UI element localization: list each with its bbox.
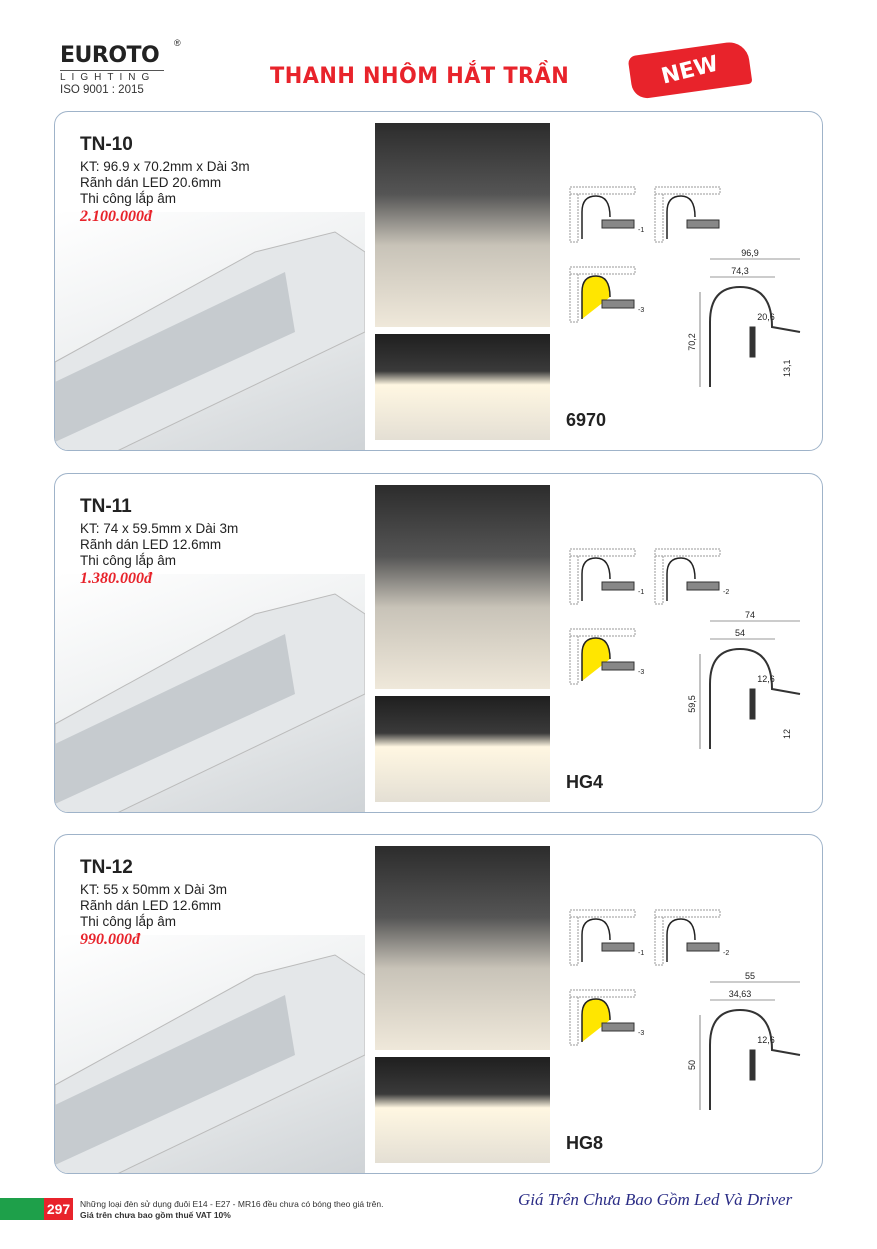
install-variant-diagram: -3 (569, 628, 644, 685)
dim-led-slot: 12,6 (757, 674, 775, 684)
install-variant-diagram: -3 (569, 266, 644, 323)
variant-label: -1 (638, 589, 644, 596)
footer-note-1: Những loại đèn sử dụng đuôi E14 - E27 - … (80, 1199, 384, 1209)
installation-photo (375, 846, 550, 1050)
dim-inner-width: 34,63 (729, 989, 752, 999)
product-led-slot: Rãnh dán LED 20.6mm (80, 175, 222, 190)
profile-code: HG4 (566, 772, 604, 792)
dim-inner-width: 74,3 (731, 266, 749, 276)
product-led-slot: Rãnh dán LED 12.6mm (80, 898, 222, 913)
product-name: TN-10 (80, 134, 133, 155)
cross-section-drawing (699, 258, 801, 387)
product-dimensions: KT: 55 x 50mm x Dài 3m (80, 882, 228, 897)
dim-height: 59,5 (687, 695, 697, 713)
product-dimensions: KT: 74 x 59.5mm x Dài 3m (80, 521, 239, 536)
technical-drawing: -1 -3 96,9 74,3 70,2 20,6 13,1 (569, 186, 801, 387)
installation-photo-detail (375, 696, 550, 802)
brand-name: EUROTO (60, 43, 160, 68)
product-install: Thi công lắp âm (80, 553, 177, 568)
product-led-slot: Rãnh dán LED 12.6mm (80, 537, 222, 552)
dim-overall-width: 74 (745, 610, 755, 620)
dim-height: 70,2 (687, 333, 697, 351)
dim-height: 50 (687, 1060, 697, 1070)
technical-drawing: -1 -2 -3 74 54 59,5 12,6 12 (569, 548, 801, 749)
dim-led-slot: 20,6 (757, 312, 775, 322)
dim-overall-width: 96,9 (741, 248, 759, 258)
variant-label: -1 (638, 227, 644, 234)
product-card: TN-10 KT: 96.9 x 70.2mm x Dài 3m Rãnh dá… (54, 111, 823, 451)
install-variant-diagram: -2 (654, 548, 729, 605)
footer-note-2: Giá trên chưa bao gồm thuế VAT 10% (80, 1210, 231, 1220)
cross-section-drawing (699, 981, 801, 1110)
euroto-logo: EUROTO ® LIGHTING ISO 9001 : 2015 (60, 38, 190, 96)
brand-sub: LIGHTING (60, 70, 164, 83)
product-render-image (55, 212, 366, 450)
product-name: TN-11 (80, 496, 132, 517)
dim-inner-width: 54 (735, 628, 745, 638)
install-variant-diagram: -1 (569, 548, 644, 605)
install-variant-diagram (654, 186, 721, 243)
page-title: THANH NHÔM HẮT TRẦN (270, 64, 570, 89)
variant-label: -3 (638, 1030, 644, 1037)
product-render-image (55, 574, 366, 812)
technical-drawing: -1 -2 -3 55 34,63 50 12,6 (569, 909, 801, 1110)
installation-photo-detail (375, 1057, 550, 1163)
product-install: Thi công lắp âm (80, 191, 177, 206)
product-dimensions: KT: 96.9 x 70.2mm x Dài 3m (80, 159, 250, 174)
iso-cert: ISO 9001 : 2015 (60, 84, 144, 96)
installation-photo (375, 123, 550, 327)
new-badge: NEW (627, 39, 753, 101)
variant-label: -2 (723, 589, 729, 596)
variant-label: -1 (638, 950, 644, 957)
footer-green-bar (0, 1198, 44, 1220)
dim-lip: 12 (782, 729, 792, 739)
product-install: Thi công lắp âm (80, 914, 177, 929)
installation-photo (375, 485, 550, 689)
product-price: 2.100.000đ (80, 208, 152, 225)
install-variant-diagram: -1 (569, 909, 644, 966)
page-number: 297 (44, 1198, 73, 1220)
install-variant-diagram: -3 (569, 989, 644, 1046)
dim-lip: 13,1 (782, 359, 792, 377)
product-render-image (55, 935, 366, 1173)
product-card: TN-11 KT: 74 x 59.5mm x Dài 3m Rãnh dán … (54, 473, 823, 813)
install-variant-diagram: -2 (654, 909, 729, 966)
installation-photo-detail (375, 334, 550, 440)
profile-code: 6970 (566, 410, 607, 430)
cross-section-drawing (699, 620, 801, 749)
product-card: TN-12 KT: 55 x 50mm x Dài 3m Rãnh dán LE… (54, 834, 823, 1174)
product-price: 990.000đ (80, 931, 140, 948)
dim-led-slot: 12,6 (757, 1035, 775, 1045)
profile-code: HG8 (566, 1133, 604, 1153)
new-badge-label: NEW (658, 50, 722, 90)
registered-mark: ® (174, 38, 181, 48)
footer-tagline: Giá Trên Chưa Bao Gồm Led Và Driver (518, 1190, 793, 1209)
dim-overall-width: 55 (745, 971, 755, 981)
variant-label: -2 (723, 950, 729, 957)
variant-label: -3 (638, 307, 644, 314)
install-variant-diagram: -1 (569, 186, 644, 243)
product-name: TN-12 (80, 857, 133, 878)
product-price: 1.380.000đ (80, 570, 152, 587)
variant-label: -3 (638, 669, 644, 676)
